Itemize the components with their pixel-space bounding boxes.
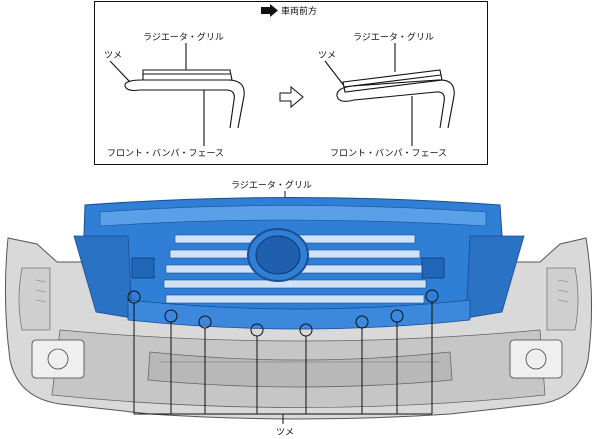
claw-marker <box>299 323 313 414</box>
direction-arrow-icon <box>261 4 278 17</box>
before-bumper-label: フロント・バンパ・フェース <box>107 148 224 159</box>
after-bumper-label: フロント・バンパ・フェース <box>330 148 447 159</box>
radiator-grille <box>73 197 525 330</box>
claw-marker <box>390 309 404 414</box>
claw-markers <box>127 289 439 414</box>
direction-label: 車両前方 <box>281 5 317 17</box>
claw-marker <box>355 315 369 414</box>
transition-arrow-icon <box>279 85 304 109</box>
vehicle-front-direction: 車両前方 <box>261 4 317 17</box>
detail-inset: 車両前方 ラジエータ・グリル ツメ フロント・バンパ・フェース ラジエータ・グリ… <box>94 1 488 165</box>
before-claw-label: ツメ <box>104 51 122 61</box>
detail-after: ラジエータ・グリル ツメ フロント・バンパ・フェース <box>318 31 455 159</box>
after-grille-label: ラジエータ・グリル <box>353 31 434 43</box>
detail-before: ラジエータ・グリル ツメ フロント・バンパ・フェース <box>104 31 245 159</box>
before-grille-label: ラジエータ・グリル <box>143 31 224 43</box>
claw-marker <box>250 323 264 414</box>
claw-marker <box>425 289 439 414</box>
after-claw-label: ツメ <box>318 51 336 61</box>
claw-marker <box>198 315 212 414</box>
main-claw-label: ツメ <box>276 428 294 438</box>
claw-marker <box>127 290 141 414</box>
claw-marker <box>164 309 178 414</box>
main-grille-label: ラジエータ・グリル <box>231 179 312 191</box>
